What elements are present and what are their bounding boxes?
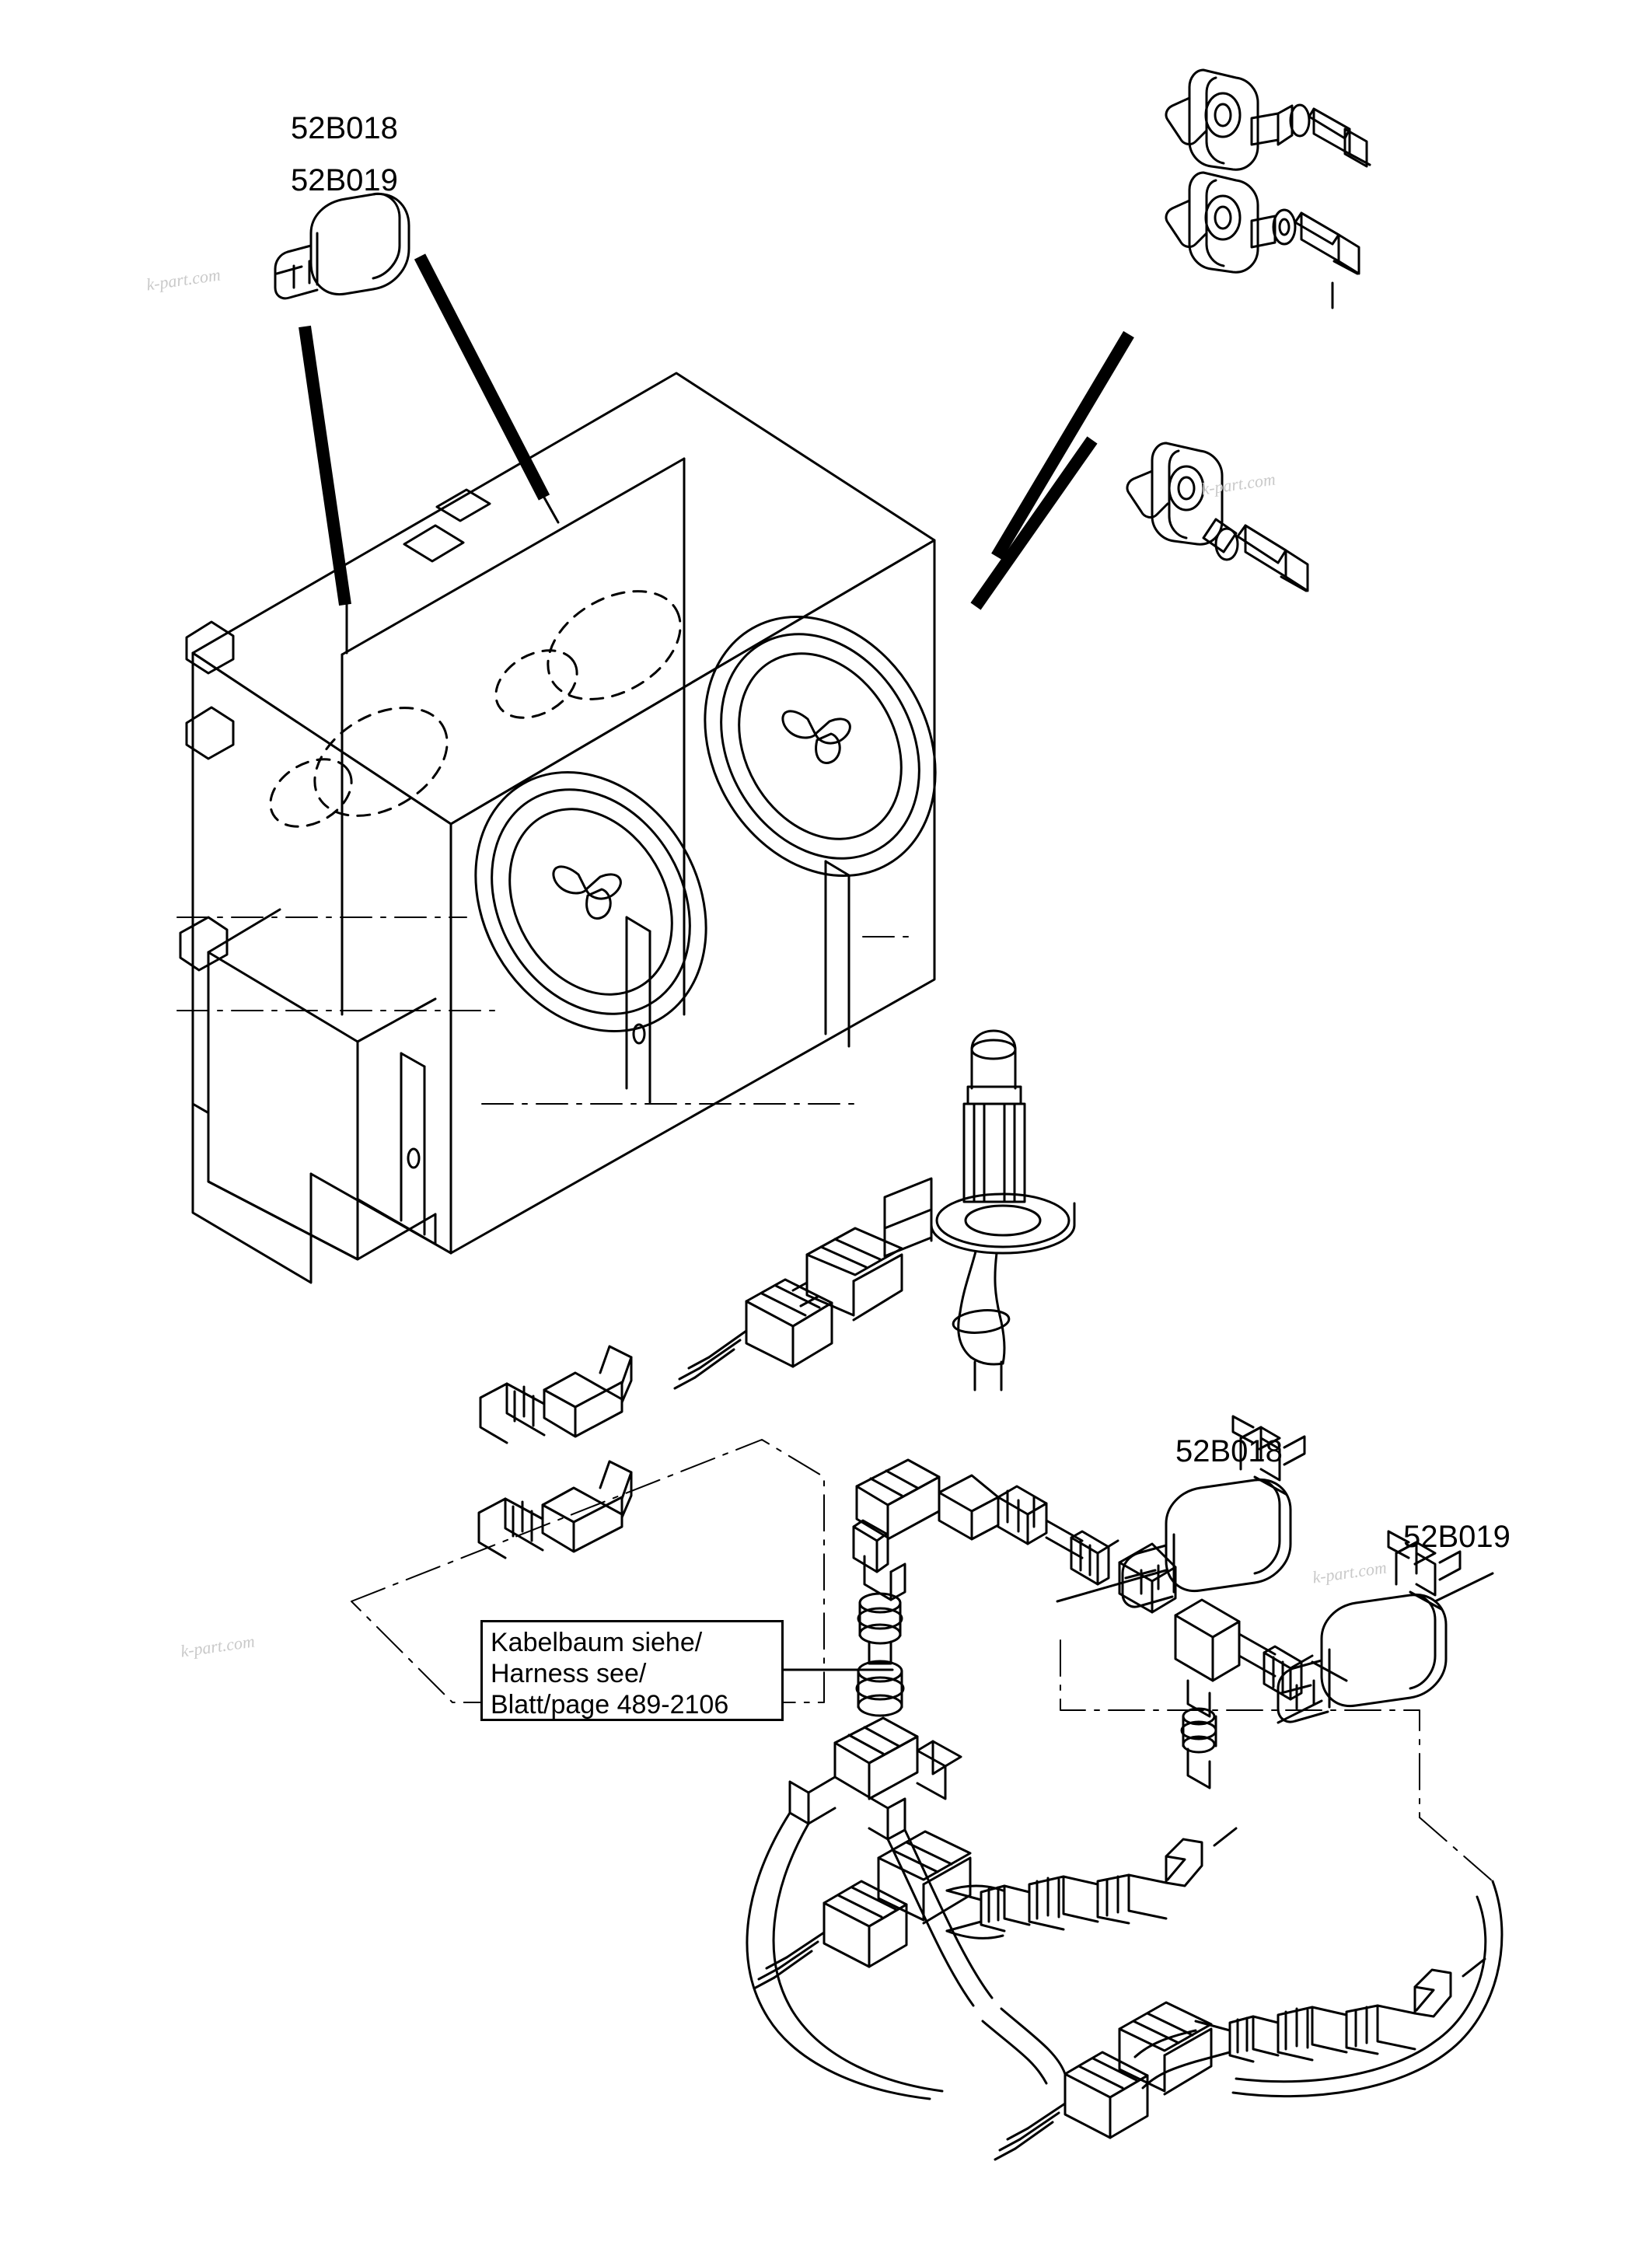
connector-upper-left bbox=[673, 1227, 903, 1390]
part-label-52b019-right: 52B019 bbox=[1403, 1520, 1511, 1554]
harness-note-box: Kabelbaum siehe/ Harness see/ Blatt/page… bbox=[480, 1620, 784, 1721]
leader-lines-top-left bbox=[299, 253, 560, 655]
part-label-52b018-mid: 52B018 bbox=[1175, 1434, 1283, 1468]
clamp-assembly-top bbox=[1165, 68, 1371, 171]
hose-routing-bottom bbox=[746, 1811, 1504, 2100]
reference-outline-right bbox=[1060, 1639, 1493, 1882]
fitting-upper-left-b bbox=[477, 1460, 633, 1559]
fitting-lower-left bbox=[945, 1827, 1238, 1933]
part-label-52b018-top: 52B018 bbox=[291, 111, 398, 145]
sensor-mid-52b018 bbox=[1056, 1415, 1306, 1608]
harness-note-line-2: Harness see/ bbox=[491, 1659, 647, 1688]
valve-manifold-center bbox=[788, 1458, 962, 1841]
harness-note-line-1: Kabelbaum siehe/ bbox=[491, 1628, 703, 1657]
sensor-right-52b019 bbox=[1277, 1530, 1494, 1724]
connector-bottom-right bbox=[994, 2001, 1213, 2161]
hose-connector-upper bbox=[883, 1029, 1076, 1391]
leader-lines-right bbox=[970, 330, 1134, 610]
sensor-top-left bbox=[274, 192, 410, 300]
clamp-assembly-middle bbox=[1126, 442, 1309, 592]
fitting-bottom-right bbox=[1194, 1957, 1486, 2063]
connector-lower-left bbox=[753, 1830, 972, 1990]
radiator-fan-housing bbox=[176, 372, 937, 1284]
reference-outline-left bbox=[351, 1439, 825, 1703]
fitting-upper-left-a bbox=[479, 1345, 633, 1444]
clamp-assembly-second bbox=[1165, 171, 1360, 309]
harness-note-line-3: Blatt/page 489-2106 bbox=[491, 1690, 729, 1720]
part-label-52b019-top: 52B019 bbox=[291, 163, 398, 197]
tube-to-right bbox=[938, 1474, 1348, 1789]
